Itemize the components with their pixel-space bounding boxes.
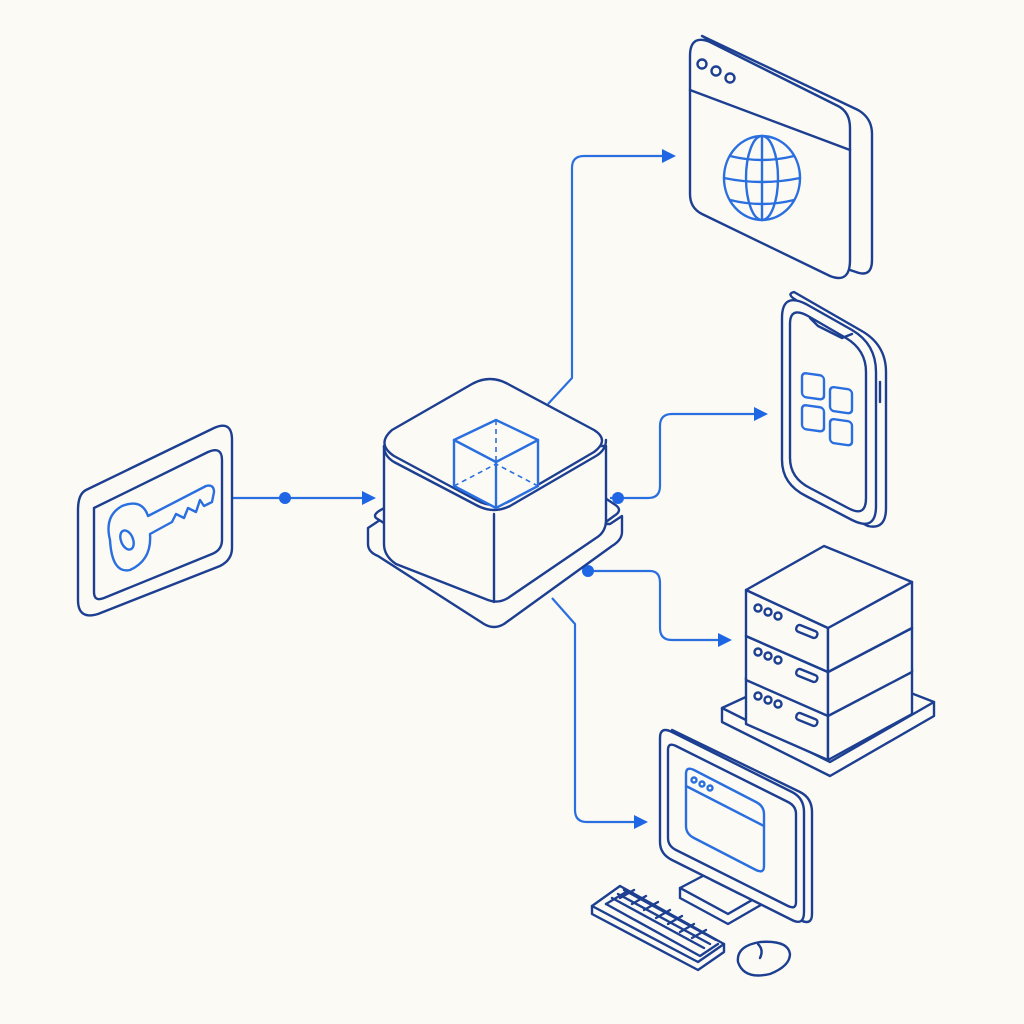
server-stack-node	[720, 544, 936, 778]
connectors	[232, 149, 768, 829]
edge-hub-to-mobile	[610, 407, 768, 504]
hub-node	[366, 377, 624, 629]
globe-icon	[722, 134, 802, 222]
browser-window-icon	[684, 767, 766, 873]
edge-key-to-hub	[232, 491, 376, 505]
cube-icon	[452, 418, 540, 510]
app-grid-icon	[800, 372, 854, 447]
web-browser-node	[688, 34, 874, 280]
desktop-computer-node	[590, 728, 814, 977]
mouse-icon	[736, 940, 792, 977]
edge-hub-to-web	[547, 149, 676, 405]
edge-hub-to-desktop	[551, 597, 648, 829]
server-lights-icon	[753, 603, 819, 728]
keyboard-icon	[590, 884, 726, 972]
key-card	[76, 424, 234, 617]
smartphone-node	[780, 290, 888, 528]
edge-hub-to-server	[582, 565, 732, 647]
key-icon	[107, 484, 216, 572]
